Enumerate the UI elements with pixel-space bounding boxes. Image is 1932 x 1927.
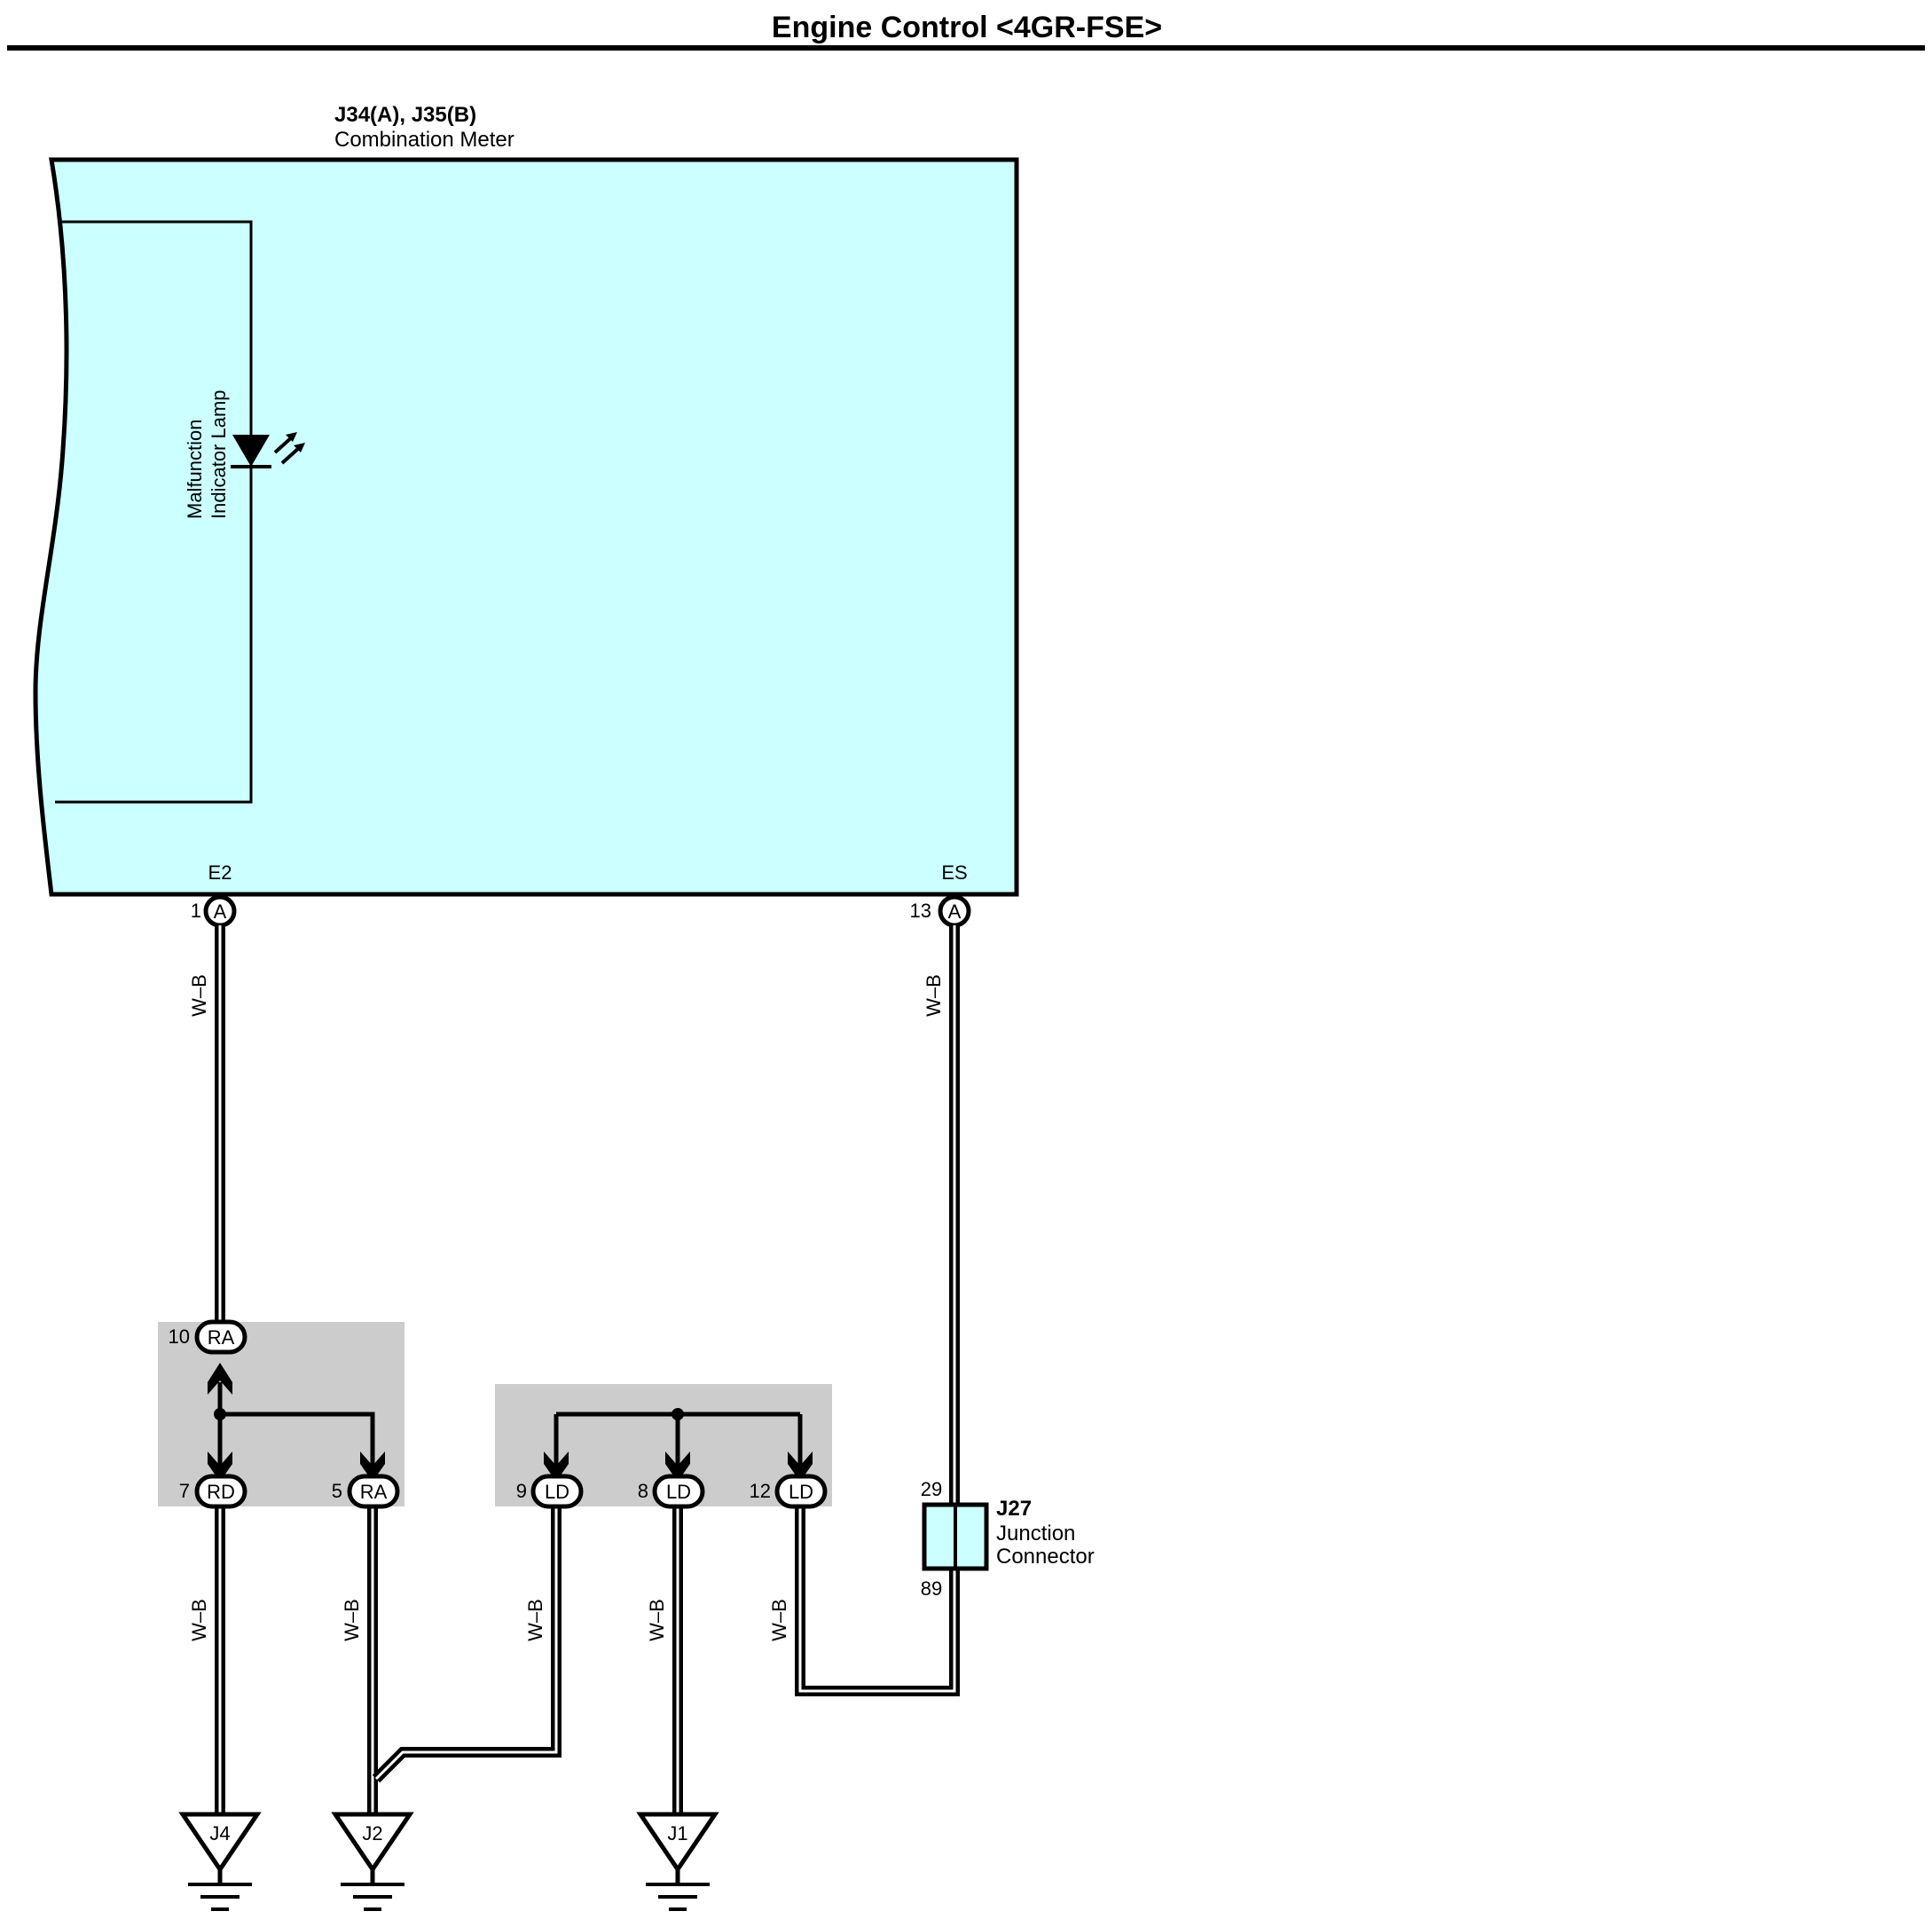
connector-code-es: A: [948, 901, 962, 923]
diagram-title: Engine Control <4GR-FSE>: [772, 11, 1162, 44]
lamp-circuit-line: [55, 220, 253, 804]
splice-pin-ra10: 10 RA: [169, 1319, 247, 1355]
chevron-down-icon: [788, 1451, 813, 1482]
lamp-label-line1: Malfunction: [184, 419, 206, 519]
chevron-down-icon: [544, 1451, 569, 1482]
meter-code: J34(A), J35(B): [334, 103, 476, 127]
wire-color-label: W–B: [188, 974, 210, 1017]
junction-pin-bottom: 89: [921, 1577, 942, 1600]
led-icon: [231, 432, 305, 468]
splice-number: 8: [638, 1480, 648, 1502]
splice-pin-ld12: 12 LD: [750, 1474, 828, 1509]
splice-code: LD: [666, 1481, 691, 1503]
pin-number-e2: 1: [191, 900, 201, 922]
wire-color-label: W–B: [646, 1599, 668, 1641]
lamp-label-line2: Indicator Lamp: [208, 389, 230, 519]
junction-name-line2: Connector: [996, 1545, 1095, 1569]
wires: [215, 925, 960, 1814]
ground-icon: [341, 1883, 404, 1911]
splice-pin-ra5: 5 RA: [332, 1474, 400, 1509]
pin-name-e2: E2: [208, 861, 232, 884]
connector-code-e2: A: [214, 901, 227, 923]
junction-code: J27: [996, 1497, 1032, 1521]
splice-number: 10: [169, 1325, 190, 1348]
junction-pin-top: 29: [921, 1478, 942, 1500]
splice-pin-ld9: 9 LD: [516, 1474, 584, 1509]
splice-number: 9: [516, 1480, 527, 1502]
splice-number: 5: [332, 1480, 342, 1502]
splice-pin-rd7: 7 RD: [179, 1474, 247, 1509]
pin-number-es: 13: [910, 900, 931, 922]
wire-color-labels: W–B W–B W–B W–B W–B W–B W–B: [188, 974, 945, 1641]
ground-label: J4: [209, 1822, 230, 1844]
ground-label: J1: [667, 1822, 687, 1844]
ground-icon: [646, 1883, 710, 1911]
splice-code: RD: [207, 1481, 235, 1503]
splice-code: LD: [545, 1481, 569, 1503]
ground-label: J2: [362, 1822, 382, 1844]
chevron-down-icon: [665, 1451, 690, 1482]
splice-pin-ld8: 8 LD: [638, 1474, 705, 1509]
lamp-label: Malfunction: [184, 419, 206, 519]
splice-junction-dot-left: [214, 1408, 226, 1420]
splice-code: RA: [208, 1326, 235, 1349]
splice-number: 12: [750, 1480, 771, 1502]
wire-color-label: W–B: [188, 1599, 210, 1641]
chevron-icons: [208, 1363, 813, 1482]
meter-name: Combination Meter: [334, 128, 514, 152]
wire-color-label: W–B: [524, 1599, 546, 1641]
chevron-down-icon: [208, 1451, 232, 1482]
wire-color-label: W–B: [923, 974, 945, 1017]
splice-code: RA: [360, 1481, 388, 1503]
chevron-down-icon: [360, 1451, 385, 1482]
ground-j1: J1: [636, 1812, 719, 1911]
splice-junction-dot-right: [671, 1408, 684, 1420]
splice-number: 7: [179, 1480, 190, 1502]
lamp-label-2: Indicator Lamp: [208, 389, 230, 519]
wire-color-label: W–B: [341, 1599, 363, 1641]
ground-j2: J2: [331, 1812, 414, 1911]
ground-icon: [188, 1883, 252, 1911]
junction-name-line1: Junction: [996, 1522, 1075, 1546]
junction-connector-j27: 29 89 J27 Junction Connector: [921, 1478, 1095, 1600]
ground-j4: J4: [178, 1812, 262, 1911]
chevron-up-icon: [208, 1363, 232, 1395]
wire-color-label: W–B: [768, 1599, 790, 1641]
splice-code: LD: [789, 1481, 813, 1503]
combination-meter-box: [33, 157, 1019, 897]
pin-name-es: ES: [941, 861, 967, 884]
